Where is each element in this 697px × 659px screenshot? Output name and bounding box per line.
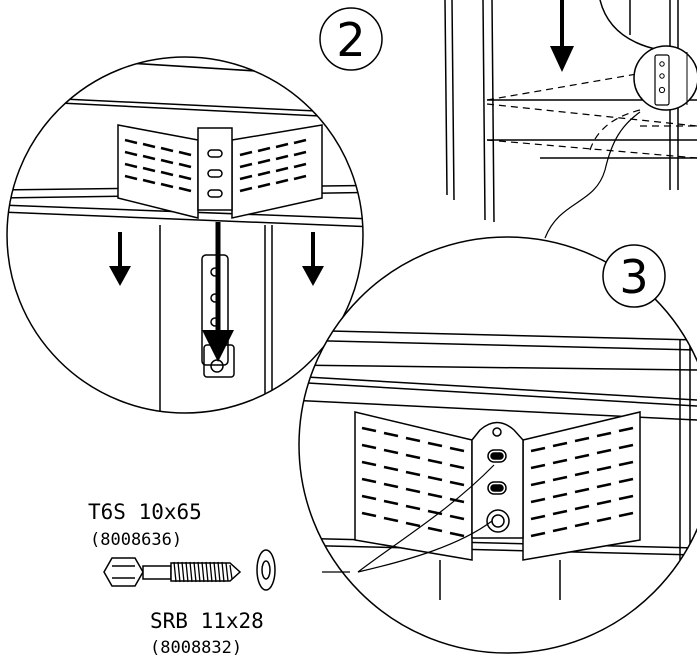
detail-view-2 [6,56,364,414]
step-3-number: 3 [619,250,648,304]
step-2-number: 2 [336,13,365,67]
step-3-badge: 3 [602,244,666,308]
detail-view-3 [298,236,697,654]
screw-part-name: T6S 10x65 [88,500,202,524]
screw-leader-lines [322,464,495,573]
vent-slots-2 [124,138,307,193]
dashed-shelf-outline [486,69,697,159]
detail-leader-line [544,111,641,239]
bracket-3 [471,421,524,539]
vent-slots-3 [361,426,634,538]
screw-part-code: (8008636) [90,530,182,550]
background-down-arrow [550,0,574,72]
screw-icon [103,557,242,587]
down-arrows-2 [109,222,324,362]
center-plate-slots-2 [207,149,223,198]
washer-part-code: (8008832) [150,638,242,658]
washer-part-name: SRB 11x28 [150,609,264,633]
washer-icon [256,549,276,591]
step-2-badge: 2 [319,7,383,71]
background-cabinet [444,0,697,223]
detail-callout-circle [633,45,697,111]
